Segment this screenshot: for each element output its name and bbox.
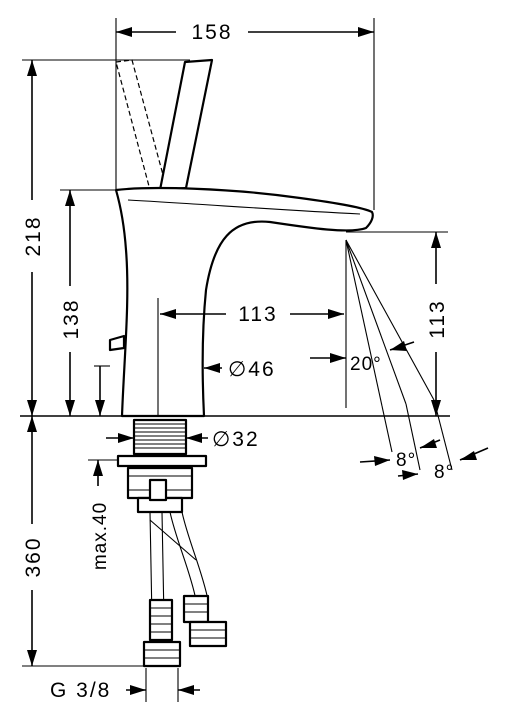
dimension-outlet-height: 113 (346, 231, 449, 416)
faucet-body (108, 58, 374, 418)
dimension-label-360: 360 (22, 536, 45, 577)
dimension-thread-diameter: ∅32 (106, 428, 260, 451)
dimension-body-diameter: ∅46 (204, 358, 276, 381)
water-jet-lines (345, 239, 435, 408)
hose-fittings (142, 594, 228, 668)
angle-spray: 20° (310, 341, 415, 375)
dimension-connection: G 3/8 (50, 668, 200, 702)
angle-label-8-right: 8° (434, 462, 454, 483)
dimension-label-d32: ∅32 (212, 428, 260, 451)
dimension-spout-projection: 113 (160, 303, 344, 326)
dimension-label-d46: ∅46 (228, 358, 276, 381)
small-dimension-arrow (94, 365, 110, 416)
dimension-label-138: 138 (60, 298, 83, 339)
mounting-washer (116, 454, 208, 468)
dimension-total-height: 218 (22, 59, 190, 416)
mounting-screw (148, 478, 168, 502)
lever-dashed-position (115, 59, 167, 191)
dimension-label-113-horizontal: 113 (238, 303, 277, 326)
angle-label-8-left: 8° (396, 450, 416, 471)
supply-hose-right (169, 511, 209, 601)
lever-handle (158, 58, 214, 192)
threaded-shank (132, 418, 188, 456)
dimension-total-width: 158 (115, 18, 375, 210)
angle-deviations: 8° 8° (359, 399, 489, 483)
faucet-spout-body (114, 186, 374, 418)
dimension-label-g38: G 3/8 (50, 679, 111, 702)
dimension-hole-depth: 360 (22, 416, 150, 667)
angle-label-20: 20° (350, 354, 382, 375)
thread-lines (134, 423, 186, 449)
spout-inner-line (127, 199, 361, 215)
dimension-spout-height: 138 (60, 189, 116, 416)
dimension-label-113-vertical: 113 (426, 299, 449, 338)
dimension-label-218: 218 (22, 215, 45, 256)
mounting-assembly (20, 415, 450, 668)
dimension-max-thickness: max.40 (88, 459, 118, 570)
dimension-label-max40: max.40 (90, 502, 111, 570)
drain-knob (108, 334, 126, 352)
dimension-label-158: 158 (191, 21, 232, 44)
